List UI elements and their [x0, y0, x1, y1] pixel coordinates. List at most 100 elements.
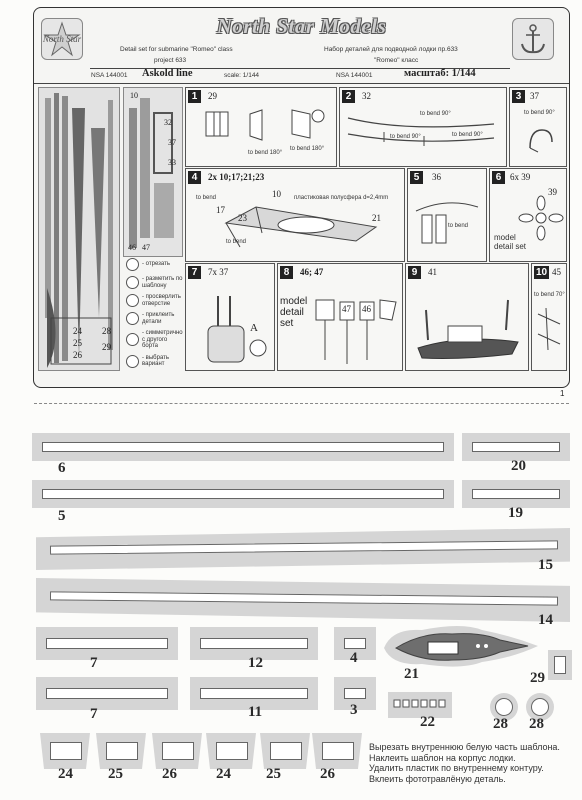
template-strip-4 — [334, 627, 376, 660]
template-strip-12 — [190, 627, 318, 660]
material-note: пластиковая полусфера d=2,4mm — [294, 195, 389, 201]
template-label: 4 — [350, 650, 358, 666]
glue-icon — [126, 312, 139, 325]
choose-icon — [126, 354, 139, 368]
deck-diagram — [417, 299, 519, 359]
part-label: 47 — [342, 304, 351, 314]
legend-item: - просверлить отверстие — [126, 294, 184, 307]
page-number: 1 — [560, 389, 565, 398]
handle-diagram — [529, 129, 553, 153]
fret-number: 26 — [73, 350, 82, 360]
template-label: 7 — [90, 706, 98, 722]
legend-item: - симметрично с другого борта — [126, 330, 184, 350]
template-label: 20 — [511, 458, 526, 474]
instruction-line: Удалить пластик по внутреннему контуру. — [369, 763, 544, 773]
template-strip-5 — [32, 480, 454, 508]
bend-note: to bend 90° — [524, 110, 555, 116]
template-label: 11 — [248, 704, 263, 720]
fret-number: 10 — [130, 91, 138, 100]
step-number: 7 — [188, 266, 201, 279]
step-parts: 29 — [208, 91, 217, 101]
bend-note: to bend 70° — [534, 292, 565, 298]
fret-parts-drawing — [45, 93, 113, 368]
step-number: 2 — [342, 90, 355, 103]
template-trap-24b — [206, 733, 256, 769]
fret-detail-drawing — [129, 98, 174, 248]
step-panel-10: 10 45 to bend 70° — [531, 263, 567, 371]
star-logo-icon — [43, 21, 81, 57]
anchor-icon — [521, 24, 545, 54]
step-panel-7: 7 7x 37 A — [185, 263, 275, 371]
template-label: 26 — [320, 766, 335, 782]
fret-number: 47 — [142, 243, 150, 252]
bend-note: to bend 90° — [420, 111, 451, 117]
fret-photo-right: 10 32 37 33 46 47 — [123, 87, 183, 257]
brand-title: North Star Models — [216, 14, 387, 38]
template-label: 24 — [216, 766, 231, 782]
fret-number: 37 — [168, 138, 176, 147]
instruction-line: Наклеить шаблон на корпус лодки. — [369, 752, 516, 763]
template-29 — [548, 650, 572, 680]
stamp-text: North Star — [42, 34, 82, 44]
template-label: 24 — [58, 766, 73, 782]
fret-number: 46 — [128, 243, 136, 252]
symmetry-icon — [126, 333, 139, 347]
template-22 — [388, 692, 452, 718]
scale-ru: масштаб: 1/144 — [404, 68, 476, 79]
step-panel-8: 8 46; 47 model detail set 47 46 — [277, 263, 403, 371]
template-strip-7b — [36, 677, 178, 710]
bracket-diagram — [537, 307, 561, 351]
fret-number: 28 — [102, 326, 111, 336]
instruction-line: Вклеить фототравлёную деталь. — [369, 773, 506, 784]
title-ru-line1: Набор деталей для подводной лодки пр.633 — [324, 46, 458, 53]
vent-row-drawing — [393, 699, 446, 708]
model-detail-note: model detail set — [494, 233, 527, 251]
bend-note: to bend 90° — [390, 134, 421, 140]
step-parts: 7x 37 — [208, 267, 229, 277]
template-label: 25 — [108, 766, 123, 782]
template-strip-19 — [462, 480, 570, 508]
step-number: 9 — [408, 266, 421, 279]
template-28-ring — [526, 693, 554, 721]
part-label: 39 — [548, 187, 557, 197]
fret-number: 32 — [164, 118, 172, 127]
step-parts: 32 — [362, 91, 371, 101]
step-number: 3 — [512, 90, 525, 103]
template-strip-14 — [36, 578, 570, 622]
step-panel-9: 9 41 — [405, 263, 529, 371]
step-number: 8 — [280, 266, 293, 279]
fret-number: 24 — [73, 326, 82, 336]
template-label: 6 — [58, 460, 66, 476]
template-label: 25 — [266, 766, 281, 782]
template-deck-21 — [382, 622, 542, 670]
step-panel-5: 5 36 to bend — [407, 168, 487, 262]
scale-en: scale: 1/144 — [224, 72, 260, 79]
template-trap-25b — [260, 733, 310, 769]
step-parts: 46; 47 — [300, 267, 324, 277]
template-strip-11 — [190, 677, 318, 710]
template-label: 22 — [420, 714, 435, 730]
template-label: 28 — [529, 716, 544, 732]
symbol-legend: - отрезать - разметить по шаблону - прос… — [126, 258, 184, 368]
bend-note: to bend — [226, 239, 247, 245]
product-name: Askold line — [142, 68, 193, 79]
part-label: 10 — [272, 189, 281, 199]
title-ru-line2: "Romeo" класс — [374, 57, 419, 64]
template-strip-3 — [334, 677, 376, 710]
template-label: 12 — [248, 655, 263, 671]
template-strip-20 — [462, 433, 570, 461]
bend-diagram — [205, 109, 325, 141]
bend-note: to bend 90° — [452, 132, 483, 138]
step-panel-1: 1 29 to bend 180° to bend 180° — [185, 87, 337, 167]
propeller-icon — [518, 195, 564, 241]
cut-line — [34, 403, 569, 404]
bend-note: to bend 180° — [248, 150, 283, 156]
step-panel-3: 3 37 to bend 90° — [509, 87, 567, 167]
step-parts: 45 — [552, 267, 561, 277]
step-number: 10 — [534, 266, 549, 279]
step-panel-4: 4 2x 10;17;21;23 to bend to bend пластик… — [185, 168, 405, 262]
brand-stamp-left: North Star — [41, 18, 83, 60]
template-icon — [126, 276, 139, 289]
template-label: 14 — [538, 612, 553, 628]
bend-note: to bend — [448, 223, 469, 229]
